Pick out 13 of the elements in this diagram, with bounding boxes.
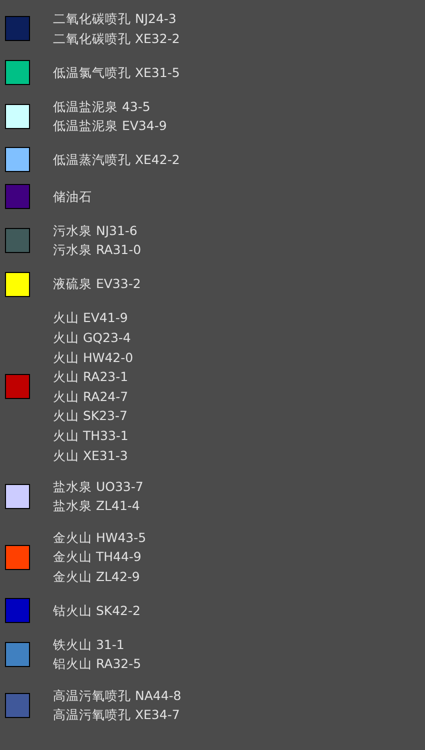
legend-label: 储油石 (53, 188, 93, 206)
legend-label: 低温氯气喷孔 XE31-5 (53, 64, 181, 82)
legend-label: 盐水泉 UO33-7 盐水泉 ZL41-4 (53, 478, 144, 516)
legend-label: 火山 EV41-9 火山 GQ23-4 火山 HW42-0 火山 RA23-1 火山 RA24-7 火山 SK23-7 火山 TH33-1 火山 XE31-3 (53, 309, 134, 465)
legend-label: 污水泉 NJ31-6 污水泉 RA31-0 (53, 222, 142, 260)
legend-label: 金火山 HW43-5 金火山 TH44-9 金火山 ZL42-9 (53, 528, 148, 586)
legend-label: 高温污氧喷孔 NA44-8 高温污氧喷孔 XE34-7 (53, 686, 182, 724)
legend-label: 铁火山 31-1 铝火山 RA32-5 (53, 636, 142, 674)
legend-label: 低温盐泥泉 43-5 低温盐泥泉 EV34-9 (53, 98, 168, 136)
legend-label: 低温蒸汽喷孔 XE42-2 (53, 151, 181, 170)
legend-label: 液硫泉 EV33-2 (53, 275, 142, 294)
legend-label: 钴火山 SK42-2 (53, 602, 142, 620)
legend-label: 二氧化碳喷孔 NJ24-3 二氧化碳喷孔 XE32-2 (53, 10, 181, 48)
